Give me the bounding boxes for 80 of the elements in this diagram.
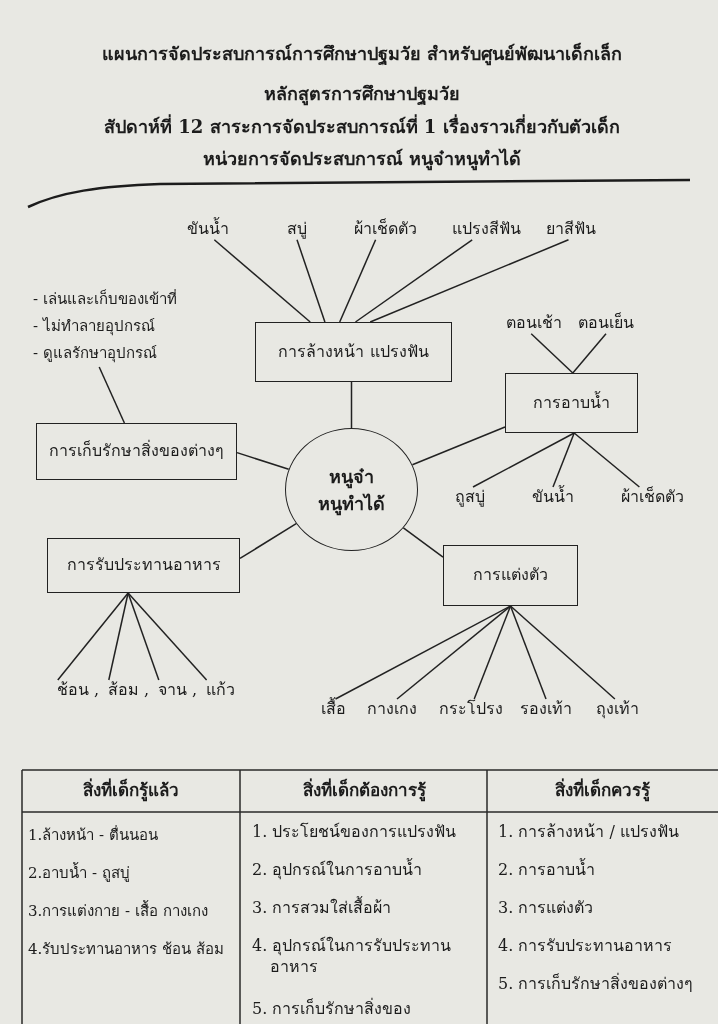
- connector-line: [472, 432, 575, 488]
- topic-box: [505, 373, 638, 433]
- column-heading: สิ่งที่เด็กต้องการรู้: [302, 779, 426, 802]
- column-heading: สิ่งที่เด็กรู้แล้ว: [83, 779, 179, 802]
- list-entry: 5. การเก็บรักษาสิ่งของต่างๆ: [498, 974, 694, 995]
- topic-label: การอาบน้ำ: [533, 392, 610, 414]
- topic-box: [47, 538, 240, 593]
- central-topic: หนูจ๋า หนูทำได้: [317, 464, 386, 517]
- list-entry: 2.อาบน้ำ - ถูสบู่: [28, 864, 130, 884]
- list-entry: 3. การแต่งตัว: [498, 898, 594, 919]
- connector-line: [236, 451, 290, 471]
- heading: สัปดาห์ที่ 12 สาระการจัดประสบการณ์ที่ 1 เรื่องราวเกี่ยวกับตัวเด็ก: [104, 115, 620, 139]
- topic-circle: [285, 428, 418, 551]
- connector-line: [354, 239, 473, 323]
- branch-label: ขันน้ำ: [532, 487, 574, 508]
- connector-line: [473, 605, 512, 700]
- branch-label: แปรงสีฟัน: [451, 219, 521, 240]
- topic-label: การเก็บรักษาสิ่งของต่างๆ: [49, 441, 224, 462]
- topic-box: [36, 423, 237, 480]
- connector-line: [402, 527, 444, 558]
- branch-label: ขันน้ำ: [187, 219, 229, 240]
- branch-label: ส้อม ,: [108, 680, 150, 701]
- list-item: - ดูแลรักษาอุปกรณ์: [33, 343, 158, 365]
- branch-label: รองเท้า: [520, 699, 572, 720]
- list-entry: 3. การสวมใส่เสื้อผ้า: [252, 898, 392, 919]
- connector-line: [127, 592, 208, 681]
- connector-line: [411, 426, 506, 466]
- connector-line: [350, 381, 353, 429]
- list-item: - ไม่ทำลายอุปกรณ์: [33, 316, 156, 338]
- connector-line: [552, 432, 575, 488]
- branch-label: ยาสีฟัน: [546, 219, 596, 240]
- branch-label: กางเกง: [367, 699, 417, 720]
- list-entry: 2. การอาบน้ำ: [498, 860, 596, 881]
- list-entry: 5. การเก็บรักษาสิ่งของ: [252, 999, 412, 1020]
- topic-label: การล้างหน้า แปรงฟัน: [278, 341, 429, 363]
- connector-line: [213, 239, 311, 323]
- connector-line: [127, 592, 160, 681]
- list-entry: 3.การแต่งกาย - เสื้อ กางเกง: [28, 902, 208, 922]
- branch-label: ช้อน ,: [57, 680, 100, 701]
- connector-line: [338, 239, 377, 323]
- list-entry: 1. ประโยชน์ของการแปรงฟัน: [252, 822, 457, 843]
- list-entry: 4. อุปกรณ์ในการรับประทานอาหาร: [252, 936, 453, 978]
- connector-line: [296, 239, 326, 323]
- branch-label: ผ้าเช็ดตัว: [620, 487, 684, 508]
- topic-label: การแต่งตัว: [473, 565, 548, 586]
- list-item: - เล่นและเก็บของเข้าที่: [33, 288, 177, 310]
- list-entry: 4.รับประทานอาหาร ช้อน ส้อม: [28, 940, 224, 960]
- connector-line: [509, 605, 547, 700]
- title: แผนการจัดประสบการณ์การศึกษาปฐมวัย สำหรับศูนย์พัฒนาเด็กเล็ก: [102, 42, 623, 66]
- connector-line: [509, 605, 616, 700]
- heading: หลักสูตรการศึกษาปฐมวัย: [264, 82, 460, 106]
- branch-label: ตอนเย็น: [578, 313, 634, 334]
- branch-label: ตอนเช้า: [506, 313, 562, 334]
- topic-label: การรับประทานอาหาร: [66, 555, 221, 576]
- connector-line: [572, 333, 607, 374]
- branch-label: กระโปรง: [439, 699, 503, 720]
- branch-label: เสื้อ: [320, 699, 346, 720]
- topic-box: [255, 322, 452, 382]
- list-entry: 2. อุปกรณ์ในการอาบน้ำ: [252, 860, 423, 881]
- branch-label: ผ้าเช็ดตัว: [353, 219, 417, 240]
- connector-line: [108, 592, 129, 681]
- column-heading: สิ่งที่เด็กควรรู้: [554, 779, 650, 802]
- connector-line: [57, 592, 129, 681]
- list-entry: 1. การล้างหน้า / แปรงฟัน: [498, 822, 679, 843]
- connector-line: [369, 239, 570, 323]
- connector-line: [573, 432, 641, 488]
- branch-label: ถุงเท้า: [595, 699, 639, 720]
- list-entry: 4. การรับประทานอาหาร: [498, 936, 673, 957]
- connector-line: [396, 605, 512, 700]
- list-entry: 1.ล้างหน้า - ตื่นนอน: [28, 826, 158, 846]
- connector-line: [334, 605, 512, 700]
- topic-box: [443, 545, 578, 606]
- connector-line: [98, 366, 126, 424]
- branch-label: แก้ว: [206, 680, 235, 701]
- connector-line: [530, 333, 574, 374]
- branch-label: สบู่: [287, 219, 307, 240]
- branch-label: จาน ,: [158, 680, 198, 701]
- heading: หน่วยการจัดประสบการณ์ หนูจ๋าหนูทำได้: [203, 147, 522, 171]
- branch-label: ถูสบู่: [455, 487, 485, 508]
- connector-line: [239, 522, 297, 560]
